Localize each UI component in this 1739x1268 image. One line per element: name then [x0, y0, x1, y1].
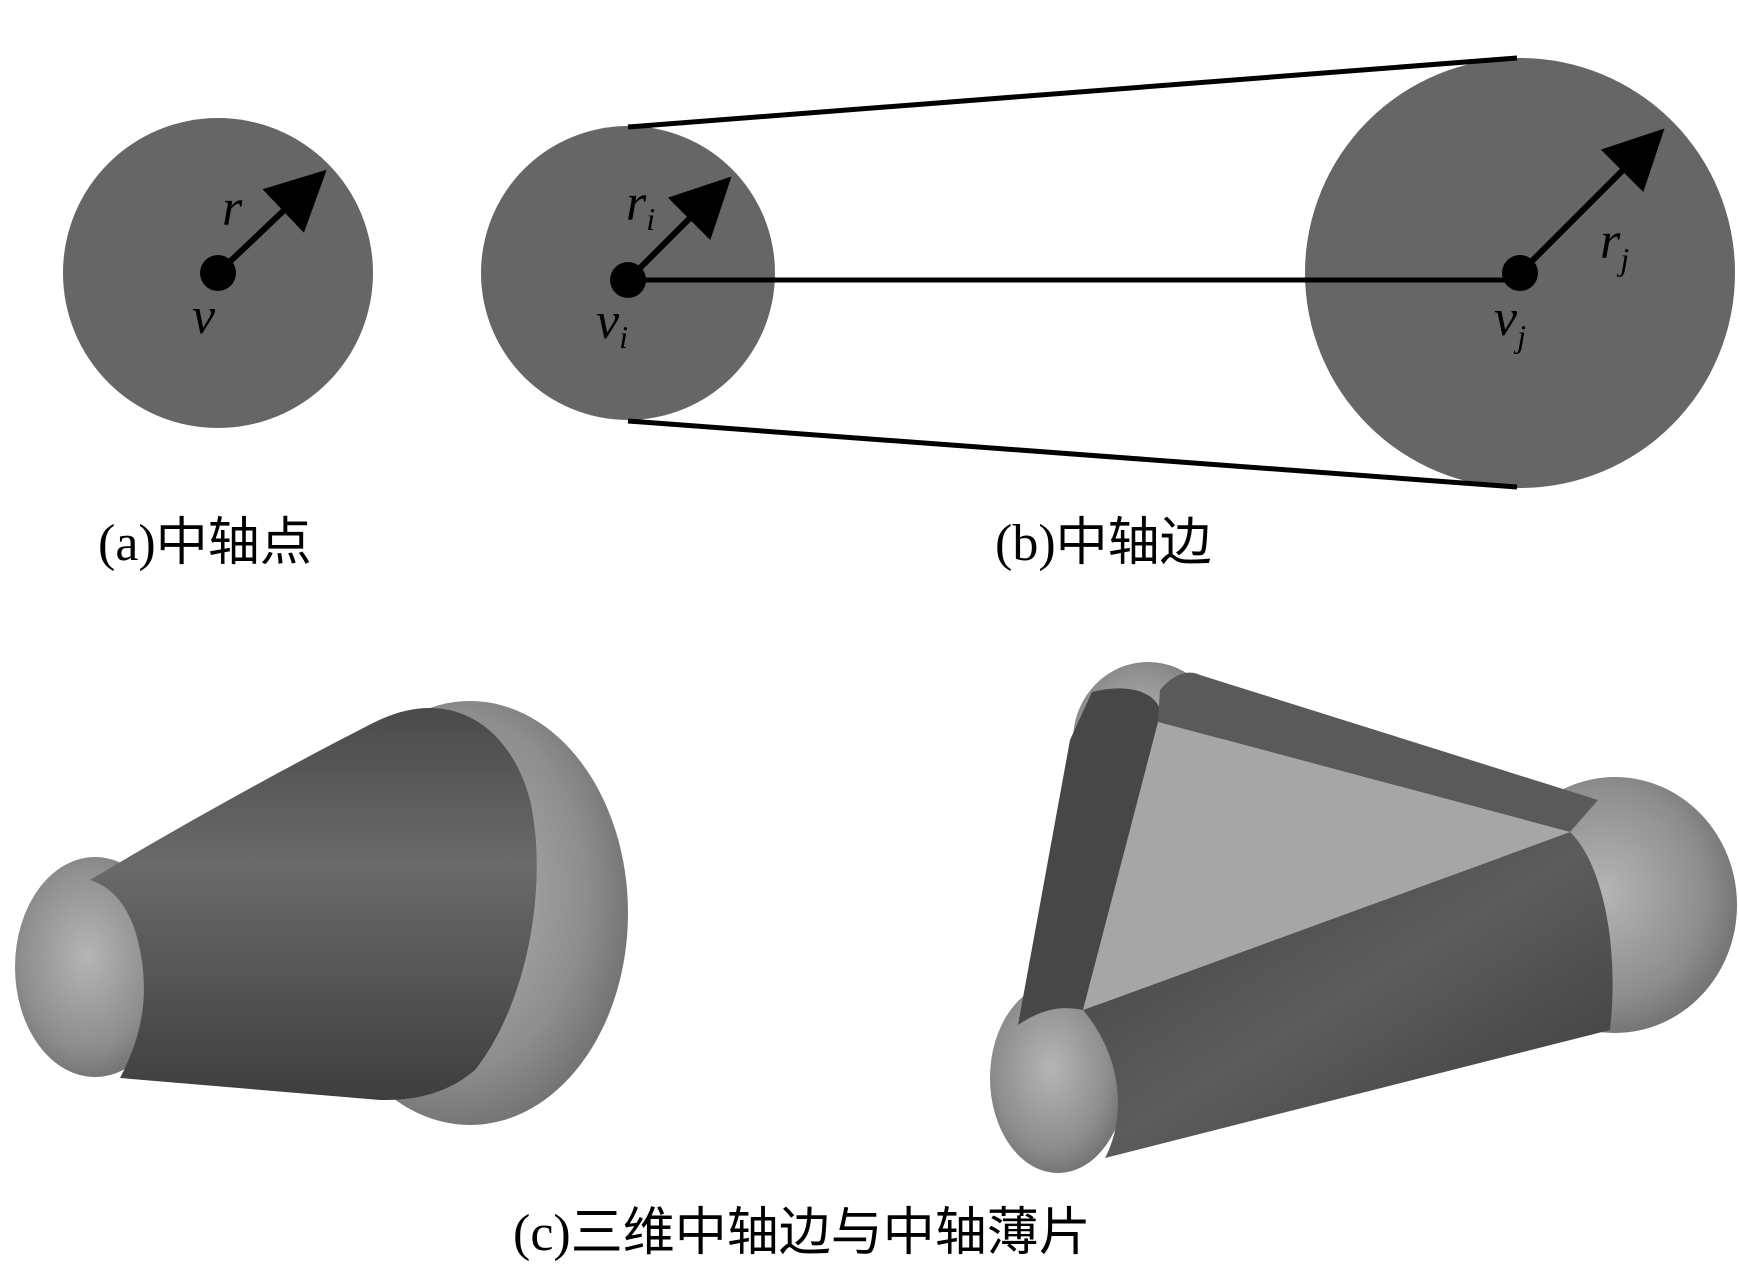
radius-label-r: r — [222, 180, 243, 237]
vertex-j-dot — [1502, 255, 1538, 291]
radius-j-label: rj — [1600, 213, 1629, 277]
slab-cone-left — [1018, 688, 1161, 1025]
caption-c: (c)三维中轴边与中轴薄片 — [513, 1205, 1091, 1262]
slab-sphere-left — [990, 983, 1126, 1173]
radius-i-label: ri — [626, 175, 655, 237]
radius-i-arrow — [625, 176, 732, 283]
slab-cone-top — [1158, 672, 1598, 832]
caption-b: (b)中轴边 — [995, 515, 1212, 572]
tangent-top — [627, 55, 1518, 130]
panel-c-cone — [15, 701, 628, 1125]
slab-cone-bottom — [1083, 832, 1613, 1158]
vertex-i-dot — [610, 262, 646, 298]
panel-b: ri vi rj vj (b)中轴边 — [481, 55, 1735, 572]
radius-arrow — [215, 169, 327, 276]
cone-body — [90, 708, 537, 1100]
slab-triangle-face — [1083, 722, 1570, 1010]
panel-c-slab — [990, 662, 1737, 1173]
caption-a: (a)中轴点 — [98, 515, 312, 572]
vertex-i-label: vi — [596, 293, 628, 355]
medial-vertex-dot — [200, 255, 236, 291]
tangent-bottom — [627, 418, 1518, 490]
panel-a: r v (a)中轴点 — [63, 118, 373, 572]
vertex-j-label: vj — [1494, 290, 1526, 354]
radius-j-arrow — [1517, 128, 1665, 276]
vertex-label-v: v — [192, 288, 216, 345]
